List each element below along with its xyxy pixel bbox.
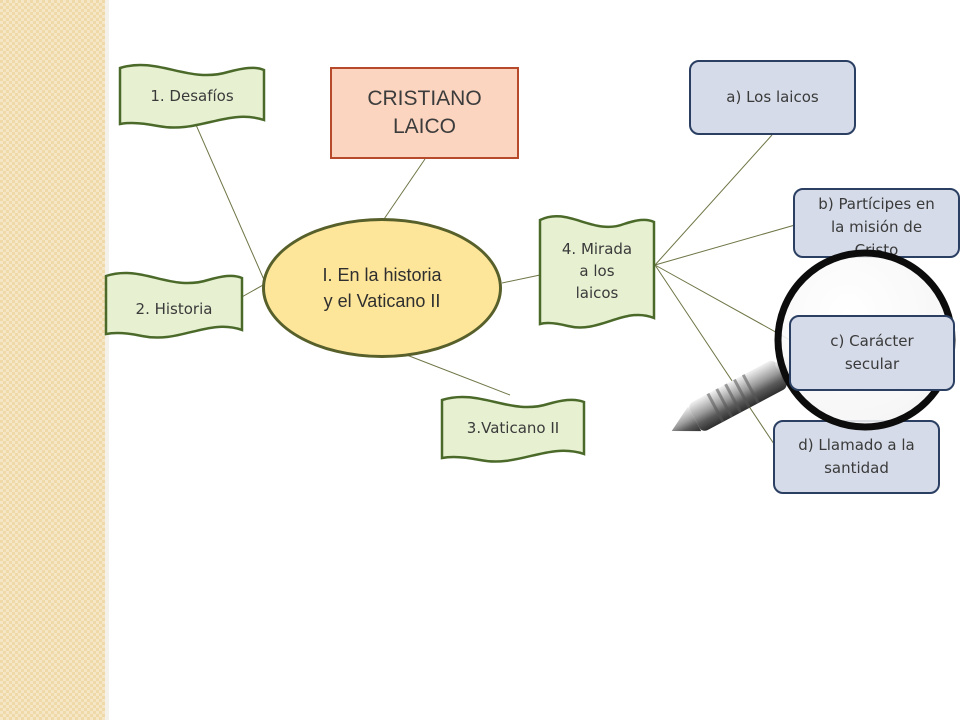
- flag-shape: [538, 214, 656, 329]
- topic-flag-vaticano: 3.Vaticano II: [440, 392, 586, 464]
- subtopic-box-laicos: a) Los laicos: [689, 60, 856, 135]
- flag-shape: [104, 271, 244, 339]
- connector-mirada: [501, 274, 541, 284]
- connector-santidad: [654, 264, 779, 451]
- central-node: I. En la historia y el Vaticano II: [262, 218, 502, 358]
- connector-desafios: [192, 117, 273, 299]
- subtopic-label: b) Partícipes en la misión de Cristo: [818, 195, 935, 258]
- topic-flag-historia: 2. Historia: [104, 270, 244, 340]
- connector-secular: [654, 264, 791, 341]
- connector-title: [381, 158, 426, 223]
- topic-label: 1. Desafíos: [150, 86, 234, 105]
- subtopic-box-secular: c) Carácter secular: [789, 315, 955, 391]
- connector-laicos: [654, 134, 773, 266]
- topic-flag-mirada: 4. Mirada a los laicos: [538, 210, 656, 332]
- subtopic-box-santidad: d) Llamado a la santidad: [773, 420, 940, 494]
- topic-flag-desafios: 1. Desafíos: [118, 62, 266, 130]
- flag-shape: [118, 63, 266, 129]
- title-box: CRISTIANO LAICO: [330, 67, 519, 159]
- connector-participes: [654, 224, 796, 266]
- topic-label: 4. Mirada a los laicos: [561, 240, 633, 302]
- sidebar-decoration: [0, 0, 105, 720]
- sidebar-edge: [105, 0, 109, 720]
- title-text: CRISTIANO LAICO: [367, 87, 482, 138]
- flag-shape: [440, 395, 586, 463]
- subtopic-label: a) Los laicos: [726, 88, 819, 106]
- topic-label: 3.Vaticano II: [466, 418, 560, 437]
- subtopic-label: c) Carácter secular: [830, 332, 914, 373]
- central-node-label: I. En la historia y el Vaticano II: [322, 265, 442, 311]
- subtopic-box-participes: b) Partícipes en la misión de Cristo: [793, 188, 960, 258]
- topic-label: 2. Historia: [135, 299, 213, 318]
- subtopic-label: d) Llamado a la santidad: [798, 436, 915, 477]
